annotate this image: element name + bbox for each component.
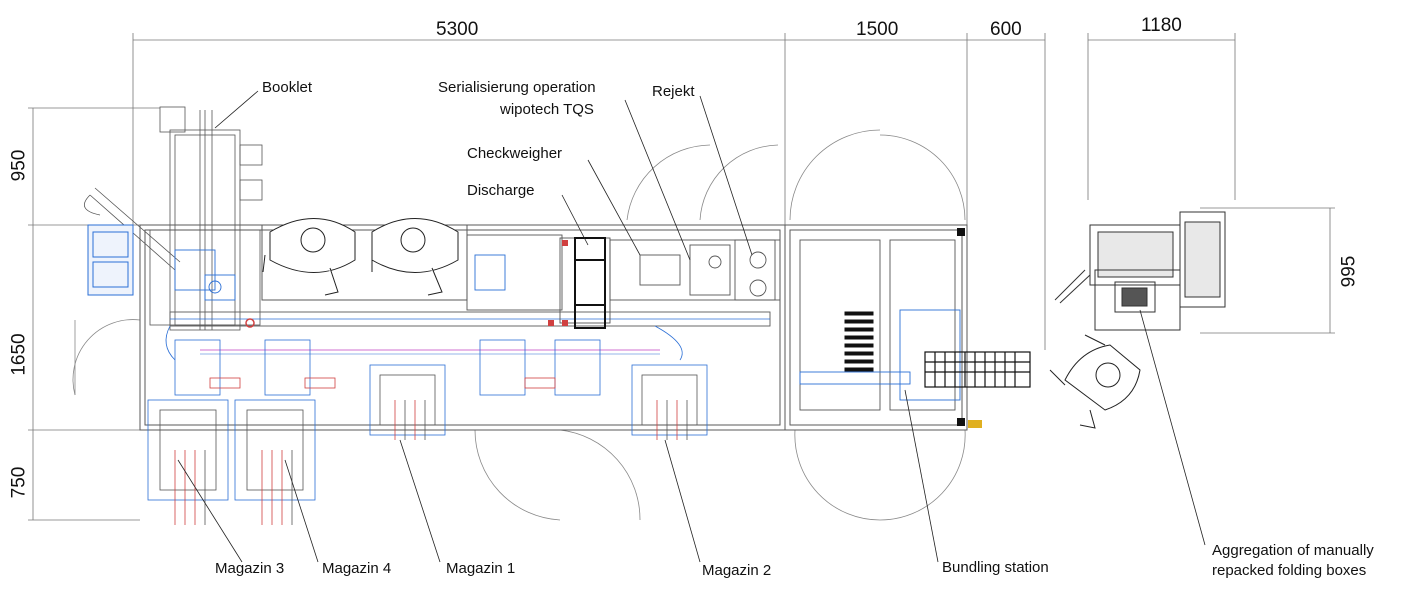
booklet-module <box>83 106 263 331</box>
label-magazin-4: Magazin 4 <box>322 560 392 577</box>
label-aggregation-line-2: repacked folding boxes <box>1212 562 1367 579</box>
dimension-1500: 1500 <box>856 19 899 40</box>
dimension-1650: 1650 <box>8 333 30 376</box>
dimension-1180: 1180 <box>1141 15 1182 36</box>
label-bundling-station: Bundling station <box>942 559 1049 576</box>
dimension-lines <box>28 33 1335 521</box>
aggregation-station <box>1054 211 1226 331</box>
magazines <box>147 339 708 525</box>
label-wipotech: wipotech TQS <box>500 101 594 118</box>
label-discharge: Discharge <box>467 182 535 199</box>
leader-lines <box>177 90 1206 563</box>
dimension-5300: 5300 <box>436 19 479 40</box>
dimension-950: 950 <box>8 149 30 182</box>
dimension-750: 750 <box>8 466 30 499</box>
label-serialisierung: Serialisierung operation <box>438 79 596 96</box>
red-markers <box>245 240 568 328</box>
bundling-station <box>799 239 961 411</box>
label-checkweigher: Checkweigher <box>467 145 563 162</box>
operator-figures <box>262 218 1141 429</box>
label-magazin-2: Magazin 2 <box>702 562 772 579</box>
door-swings <box>72 129 966 521</box>
left-feeder-unit <box>87 224 134 296</box>
serialisation-station <box>466 234 781 324</box>
label-rejekt: Rejekt <box>652 83 695 100</box>
label-magazin-1: Magazin 1 <box>446 560 516 577</box>
discharge-unit <box>574 237 606 329</box>
main-frame <box>139 224 968 431</box>
dimension-995: 995 <box>1338 255 1360 288</box>
label-aggregation-line-1: Aggregation of manually <box>1212 542 1374 559</box>
bundling-stack <box>844 311 874 372</box>
booklet-blue-detail <box>174 249 236 301</box>
label-booklet: Booklet <box>262 79 313 96</box>
outfeed-conveyor <box>924 351 1031 388</box>
label-magazin-3: Magazin 3 <box>215 560 285 577</box>
main-conveyor <box>165 311 771 361</box>
dimension-600: 600 <box>990 19 1022 40</box>
corner-markers <box>957 228 982 428</box>
